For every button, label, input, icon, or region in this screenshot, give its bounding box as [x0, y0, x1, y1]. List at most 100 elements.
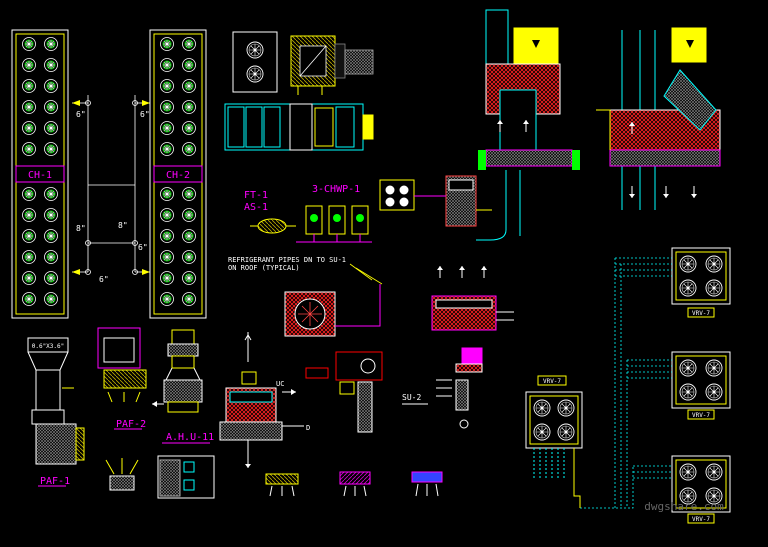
paf2-unit: PAF-2 — [97, 327, 147, 430]
ch1-label: CH-1 — [28, 170, 52, 181]
chiller-fan — [182, 142, 196, 156]
chiller-fan — [160, 292, 174, 306]
dim-label: 6" — [76, 110, 86, 119]
paf-size-label: 0.6"X3.6" — [32, 343, 65, 350]
chiller-fan — [160, 142, 174, 156]
chiller-fan — [44, 79, 58, 93]
fan-coil-unit — [290, 35, 374, 95]
paf1-unit: 0.6"X3.6" PAF-1 — [27, 337, 85, 487]
chiller-fan — [160, 229, 174, 243]
chiller-fan — [22, 100, 36, 114]
chiller-fan — [44, 187, 58, 201]
indoor-unit-ducted — [431, 265, 514, 331]
chiller-fan — [44, 292, 58, 306]
dim-label: 8" — [76, 224, 86, 233]
chiller-fan — [160, 187, 174, 201]
vrv-label: VRV-7 — [692, 516, 710, 523]
chiller-fan — [182, 79, 196, 93]
vrv-label: VRV-7 — [543, 378, 561, 385]
condensing-unit-small — [379, 179, 415, 211]
chiller-fan — [22, 142, 36, 156]
vrv-label: VRV-7 — [692, 310, 710, 317]
chwp-label: 3-CHWP-1 — [312, 184, 360, 195]
chiller-fan — [22, 121, 36, 135]
chiller-fan — [44, 100, 58, 114]
air-handling-box — [414, 175, 492, 227]
vrv-unit-bottom: VRV-7 — [671, 455, 731, 524]
vrv-unit-middle: VRV-7 — [671, 351, 731, 420]
vrv-unit-large: VRV-7 — [525, 375, 583, 508]
chiller-fan — [44, 250, 58, 264]
chiller-fan — [160, 79, 174, 93]
duct-section-right — [596, 27, 721, 210]
exhaust-fan-unit — [232, 31, 278, 93]
chiller-fan — [44, 142, 58, 156]
duct-section-left — [476, 9, 580, 241]
air-filter-bank — [224, 103, 374, 151]
chilled-water-pumps — [296, 205, 372, 243]
chiller-fan — [44, 271, 58, 285]
paf2-label: PAF-2 — [116, 419, 146, 430]
chiller-fan — [22, 292, 36, 306]
as1-label: AS-1 — [244, 202, 268, 213]
chiller-fan — [22, 229, 36, 243]
chiller-fan — [182, 58, 196, 72]
vrv-label: VRV-7 — [692, 412, 710, 419]
ceiling-unit-center: UC D — [219, 332, 310, 469]
chiller-fan — [182, 187, 196, 201]
chiller-piping — [72, 95, 150, 275]
chiller-fan — [44, 37, 58, 51]
ahu11-label: A.H.U-11 — [166, 432, 214, 443]
chiller-fan — [44, 58, 58, 72]
dim-label: 6" — [99, 275, 109, 284]
ahu-stack: A.H.U-11 — [152, 329, 214, 444]
vrv-unit-top: VRV-7 — [671, 247, 731, 318]
linear-grille-2 — [339, 471, 371, 497]
chiller-fan — [22, 208, 36, 222]
linear-grille-1 — [265, 473, 299, 497]
d-label: D — [306, 424, 310, 432]
expansion-tank — [250, 218, 296, 234]
chiller-fan — [160, 271, 174, 285]
chiller-fan — [182, 121, 196, 135]
vrv-piping — [580, 257, 672, 509]
watermark: dwgshare.com — [644, 500, 724, 513]
chiller-fan — [22, 58, 36, 72]
dim-label: 8" — [118, 221, 128, 230]
chiller-fan — [44, 208, 58, 222]
chiller-fan — [22, 37, 36, 51]
linear-grille-3 — [411, 471, 443, 497]
chiller-fan — [22, 250, 36, 264]
paf1-label: PAF-1 — [40, 476, 70, 487]
chiller-fan — [160, 250, 174, 264]
ahu-casing — [157, 455, 215, 499]
chiller-fan — [182, 100, 196, 114]
chiller-ch1: CH-1 — [11, 29, 69, 319]
diffuser-unit — [105, 458, 139, 491]
ch2-label: CH-2 — [166, 170, 190, 181]
chiller-fan — [182, 208, 196, 222]
chiller-fan — [182, 229, 196, 243]
fan-box-yellow — [305, 351, 383, 433]
chiller-fan — [160, 208, 174, 222]
uc-label: UC — [276, 380, 284, 388]
refrigerant-note-line1: REFRIGERANT PIPES DN TO SU-1 — [228, 256, 346, 264]
chiller-ch2: CH-2 — [149, 29, 207, 319]
chiller-fan — [160, 58, 174, 72]
chiller-fan — [22, 79, 36, 93]
su2-label: SU-2 — [402, 393, 421, 402]
chiller-fan — [22, 187, 36, 201]
refrigerant-note-line2: ON ROOF (TYPICAL) — [228, 264, 300, 272]
chiller-fan — [160, 121, 174, 135]
ft1-label: FT-1 — [244, 190, 268, 201]
su2-unit: SU-2 — [402, 347, 483, 429]
chiller-fan — [182, 250, 196, 264]
dim-label: 6" — [140, 110, 150, 119]
chiller-fan — [44, 121, 58, 135]
chiller-fan — [182, 37, 196, 51]
chiller-fan — [182, 271, 196, 285]
chiller-fan — [160, 37, 174, 51]
chiller-fan — [22, 271, 36, 285]
